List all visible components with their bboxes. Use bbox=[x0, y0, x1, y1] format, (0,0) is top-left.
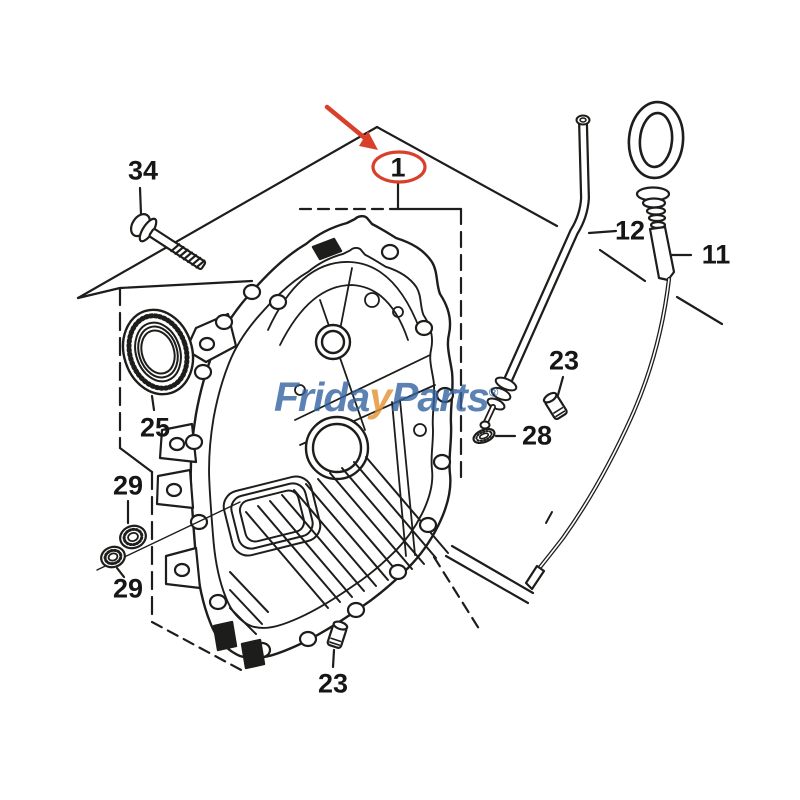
watermark-registered-mark: ® bbox=[488, 384, 499, 400]
callout-arrow-icon bbox=[324, 104, 378, 150]
watermark-text-2: y bbox=[369, 374, 392, 420]
bolt-34-drawing bbox=[129, 186, 207, 271]
watermark: FridayParts® bbox=[274, 374, 499, 421]
oil-seal-25-drawing bbox=[121, 308, 195, 412]
tube-12-drawing bbox=[479, 114, 618, 430]
construction-lines bbox=[76, 125, 724, 673]
cooling-fins bbox=[229, 456, 449, 635]
dowel-pin-23-right-drawing bbox=[542, 375, 568, 421]
oring-28-drawing bbox=[472, 427, 517, 445]
washers-29-drawing bbox=[96, 499, 241, 579]
watermark-text-1: Frida bbox=[274, 374, 370, 420]
crankcase-cover-drawing bbox=[155, 215, 455, 670]
watermark-text-3: Parts bbox=[391, 374, 490, 420]
callout-circle bbox=[371, 150, 427, 184]
dowel-pin-23-bottom-drawing bbox=[326, 620, 349, 669]
dipstick-11-drawing bbox=[524, 100, 693, 591]
